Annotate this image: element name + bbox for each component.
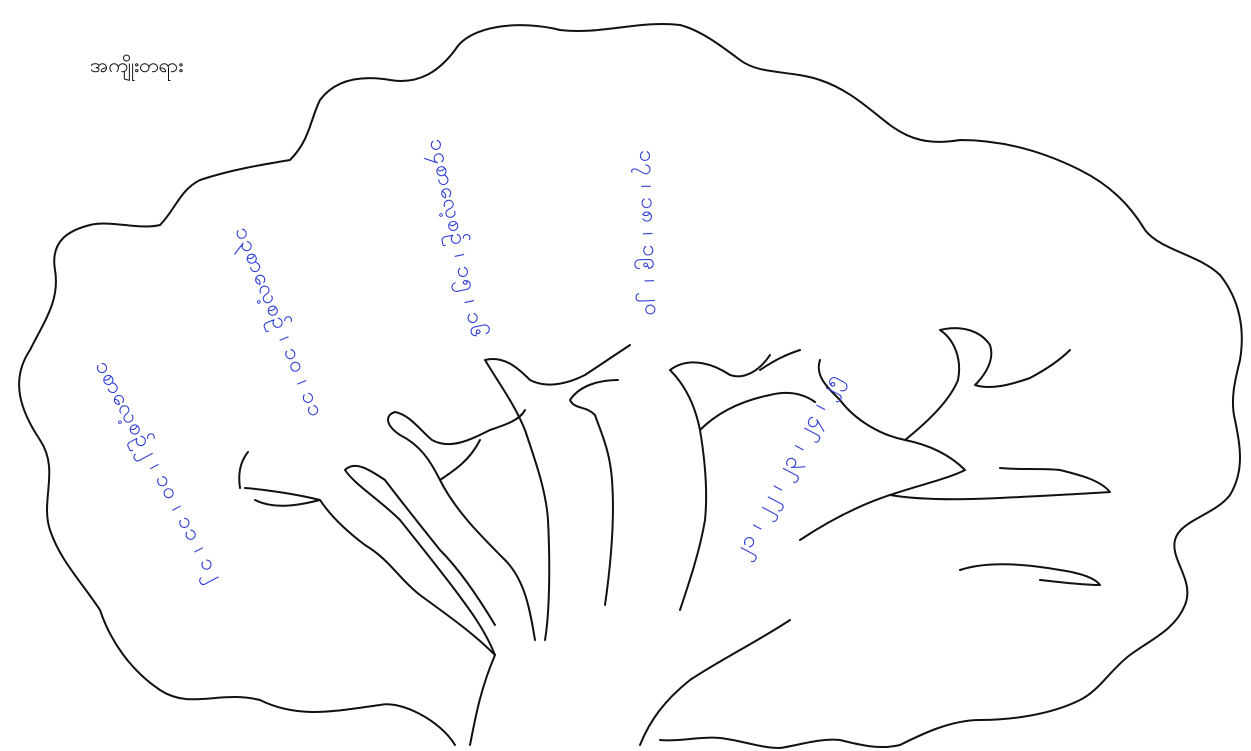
branch-7 bbox=[960, 564, 1100, 585]
branch-6 bbox=[800, 328, 1110, 540]
branch-label-2: ၁၃စာလေ့စဉ် ၊ ၁၀ ၊ ၁၁ bbox=[226, 223, 330, 423]
branch-label-3: ၁၄စာလေ့စဉ် ၊ ၁၅ ၊ ၁၆ bbox=[420, 136, 492, 342]
branch-3 bbox=[388, 410, 535, 640]
tree-crown-outline bbox=[19, 24, 1242, 748]
branch-label-4: ၁၇ ၊ ၁၈ ၊ ၁၉ ၊ ၂၀ bbox=[630, 149, 665, 317]
branch-1 bbox=[239, 452, 495, 655]
trunk-right-edge bbox=[640, 620, 790, 745]
branch-label-1: ၁စာလေ့စဉ်၂ ၊ ၁၀ ၊ ၁၁ ၊ ၁၂ bbox=[86, 356, 229, 589]
branch-label-5: ၂၁ ၊ ၂၂ ၊ ၂၃ ၊ ၂၄ ၊ ၂၅ bbox=[728, 369, 850, 565]
branch-4 bbox=[485, 345, 630, 640]
branch-2 bbox=[345, 466, 495, 655]
trunk-left-edge bbox=[470, 655, 495, 745]
diagram-title: အကျိုးတရား bbox=[90, 53, 183, 81]
